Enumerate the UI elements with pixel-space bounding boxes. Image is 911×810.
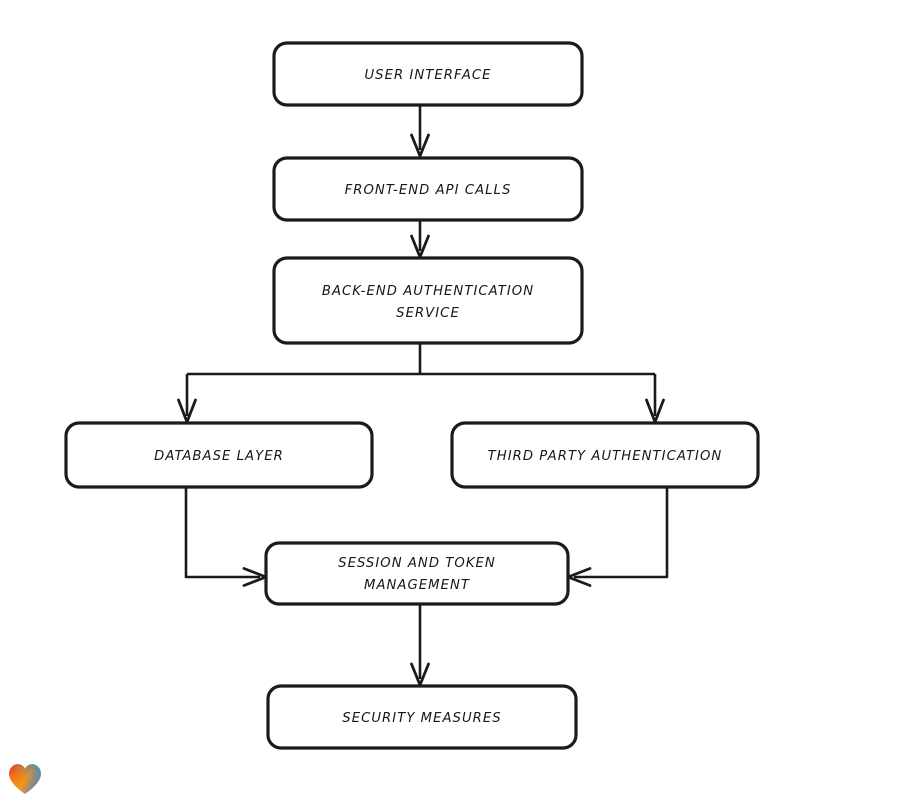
edge-back-end-to-fork: [187, 343, 655, 376]
node-back-end-authentication-service-label-line2: SERVICE: [396, 306, 460, 321]
node-session-and-token-management[interactable]: SESSION AND TOKEN MANAGEMENT: [264, 541, 570, 606]
node-security-measures-shape[interactable]: [266, 684, 578, 750]
edge-back-end-to-third-party-authentication: [645, 374, 665, 424]
node-user-interface-shape[interactable]: [272, 41, 584, 107]
edge-database-layer-to-session-and-token-management: [184, 487, 268, 587]
node-database-layer[interactable]: DATABASE LAYER: [64, 421, 374, 489]
node-session-and-token-management-label-line1: SESSION AND TOKEN: [338, 556, 496, 571]
node-third-party-authentication-shape[interactable]: [450, 421, 760, 489]
node-front-end-api-calls[interactable]: FRONT-END API CALLS: [272, 156, 584, 222]
node-session-and-token-management-shape[interactable]: [264, 541, 570, 606]
edge-front-end-api-calls-to-back-end-authentication-service: [410, 220, 430, 259]
node-security-measures[interactable]: SECURITY MEASURES: [266, 684, 578, 750]
node-back-end-authentication-service-shape[interactable]: [272, 256, 584, 345]
node-session-and-token-management-label-line2: MANAGEMENT: [364, 578, 470, 593]
node-front-end-api-calls-label: FRONT-END API CALLS: [345, 183, 512, 198]
node-database-layer-label: DATABASE LAYER: [154, 449, 284, 464]
edge-user-interface-to-front-end-api-calls: [410, 105, 430, 158]
edge-back-end-to-database-layer: [177, 374, 197, 424]
node-user-interface-label: USER INTERFACE: [364, 68, 491, 83]
node-third-party-authentication[interactable]: THIRD PARTY AUTHENTICATION: [450, 421, 760, 489]
node-back-end-authentication-service-label-line1: BACK-END AUTHENTICATION: [322, 284, 534, 299]
node-third-party-authentication-label: THIRD PARTY AUTHENTICATION: [488, 449, 723, 464]
node-security-measures-label: SECURITY MEASURES: [342, 711, 501, 726]
heart-icon-glyph: [9, 764, 41, 794]
heart-icon: [8, 763, 42, 795]
node-user-interface[interactable]: USER INTERFACE: [272, 41, 584, 107]
node-database-layer-shape[interactable]: [64, 421, 374, 489]
node-back-end-authentication-service[interactable]: BACK-END AUTHENTICATION SERVICE: [272, 256, 584, 345]
edge-third-party-authentication-to-session-and-token-management: [566, 487, 669, 587]
node-front-end-api-calls-shape[interactable]: [272, 156, 584, 222]
edge-session-and-token-management-to-security-measures: [410, 604, 430, 687]
